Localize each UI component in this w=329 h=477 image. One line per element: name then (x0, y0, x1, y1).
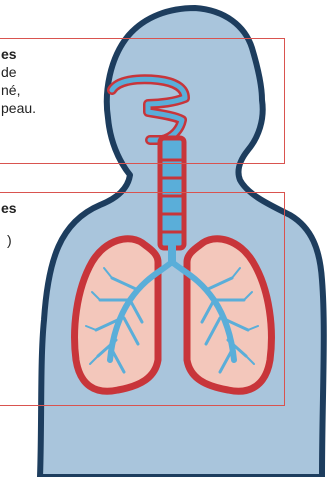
callout-upper-line-2: né, (1, 81, 276, 99)
callout-upper-line-3: peau. (1, 99, 276, 117)
callout-lower: es ) (0, 192, 285, 406)
callout-lower-title: es (1, 199, 276, 217)
callout-upper: es de né, peau. (0, 38, 285, 164)
callout-upper-title: es (1, 45, 276, 63)
callout-upper-line-1: de (1, 63, 276, 81)
callout-lower-line-1: ) (7, 231, 276, 249)
